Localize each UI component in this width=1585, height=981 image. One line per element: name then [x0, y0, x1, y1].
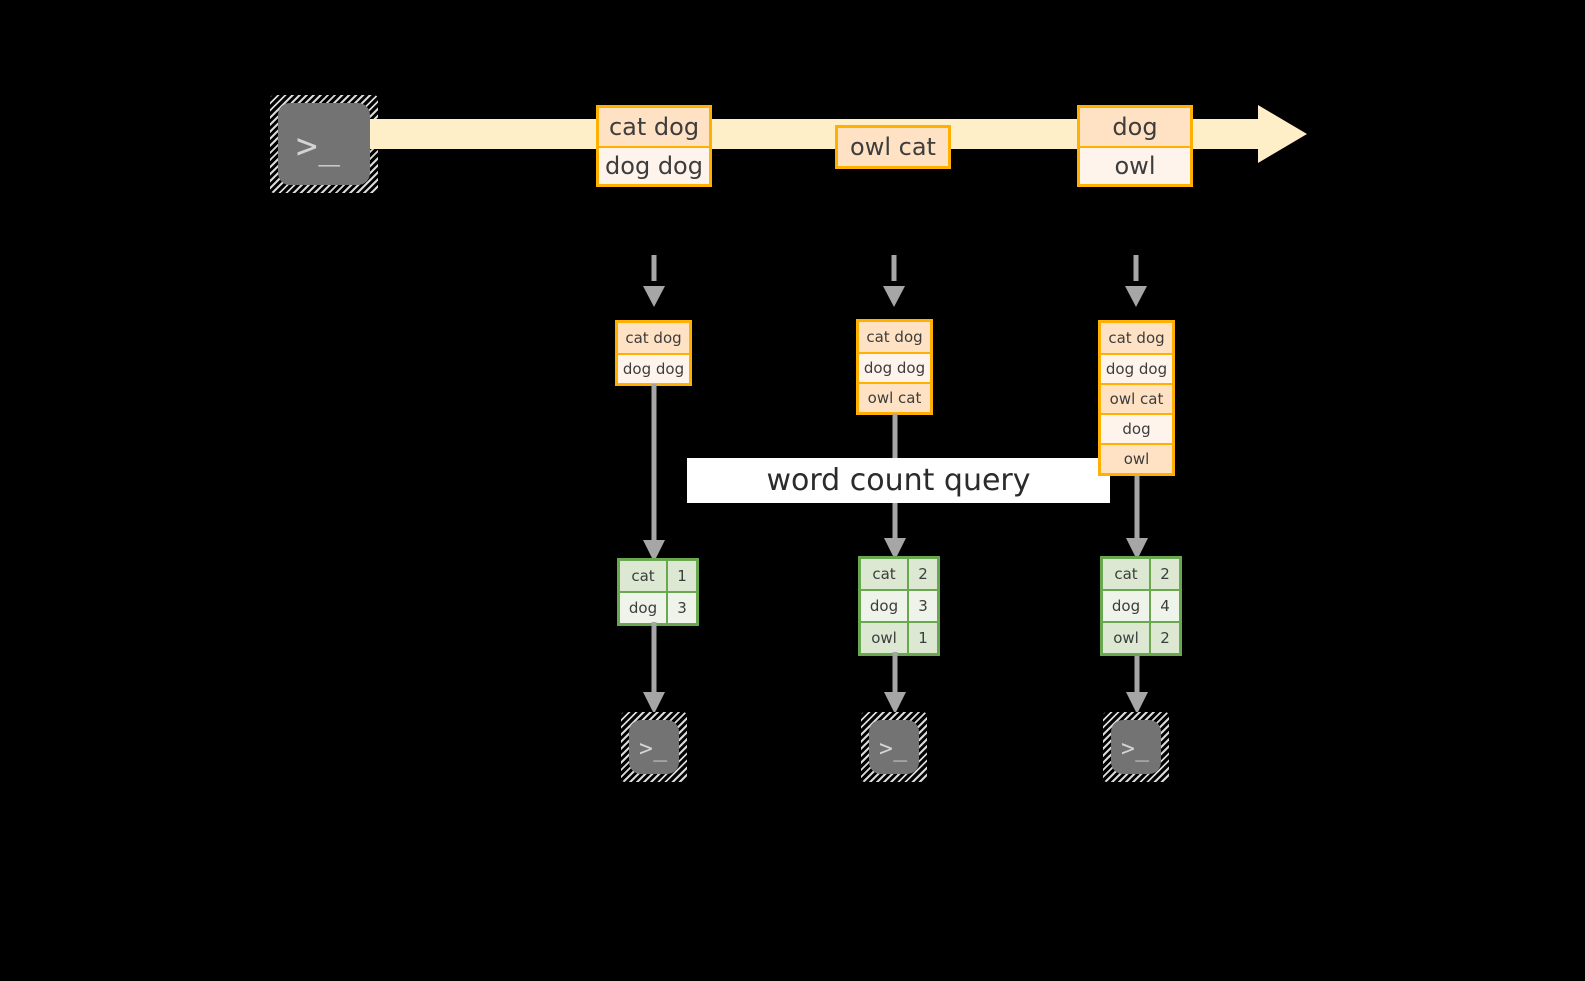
result-count: 3 [907, 591, 937, 621]
terminal-screen: >_ [278, 103, 370, 185]
result-word: cat [861, 559, 907, 589]
result-count: 3 [666, 593, 696, 623]
stream-record-line: dog [1080, 108, 1190, 146]
terminal-prompt-glyph: >_ [1121, 736, 1150, 762]
stream-record-line: dog dog [599, 146, 709, 184]
batch-input-line: dog dog [618, 353, 689, 383]
sink-terminal-icon: >_ [1103, 712, 1169, 782]
batch-1-input-box: cat dog dog dog [615, 320, 692, 386]
result-word: dog [861, 591, 907, 621]
terminal-prompt-glyph: >_ [639, 736, 668, 762]
batch-1-result-table: cat 1 dog 3 [617, 558, 699, 626]
table-row: cat 2 [861, 559, 937, 589]
batch-2-input-box: cat dog dog dog owl cat [856, 319, 933, 415]
terminal-prompt-glyph: >_ [296, 126, 341, 167]
table-row: cat 1 [620, 561, 696, 591]
query-label-band: word count query [687, 458, 1110, 503]
table-row: cat 2 [1103, 559, 1179, 589]
dashed-connector-3 [1125, 255, 1147, 307]
result-word: owl [1103, 623, 1149, 653]
result-count: 4 [1149, 591, 1179, 621]
terminal-screen: >_ [629, 720, 679, 774]
stream-record-line: owl [1080, 146, 1190, 184]
dashed-connector-1 [643, 255, 665, 307]
table-row: dog 4 [1103, 589, 1179, 621]
sink-connector-1 [643, 622, 665, 714]
dashed-connector-2 [883, 255, 905, 307]
result-count: 2 [1149, 559, 1179, 589]
batch-input-line: dog [1101, 413, 1172, 443]
result-count: 2 [1149, 623, 1179, 653]
table-row: dog 3 [861, 589, 937, 621]
batch-3-input-box: cat dog dog dog owl cat dog owl [1098, 320, 1175, 476]
batch-3-result-table: cat 2 dog 4 owl 2 [1100, 556, 1182, 656]
result-count: 2 [907, 559, 937, 589]
result-word: cat [1103, 559, 1149, 589]
stream-record-line: cat dog [599, 108, 709, 146]
stream-record-group-2: owl cat [835, 125, 951, 169]
source-terminal-icon: >_ [270, 95, 378, 193]
batch-input-line: cat dog [859, 322, 930, 352]
query-connector-3 [1126, 476, 1148, 560]
batch-2-result-table: cat 2 dog 3 owl 1 [858, 556, 940, 656]
result-word: owl [861, 623, 907, 653]
batch-input-line: cat dog [1101, 323, 1172, 353]
table-row: owl 2 [1103, 621, 1179, 653]
terminal-screen: >_ [1111, 720, 1161, 774]
result-word: dog [1103, 591, 1149, 621]
sink-terminal-icon: >_ [621, 712, 687, 782]
query-connector-1 [643, 384, 665, 562]
stream-record-line: owl cat [838, 128, 948, 166]
result-count: 1 [666, 561, 696, 591]
query-label-text: word count query [766, 463, 1031, 498]
batch-input-line: owl [1101, 443, 1172, 473]
batch-input-line: cat dog [618, 323, 689, 353]
sink-connector-2 [884, 652, 906, 714]
batch-input-line: dog dog [1101, 353, 1172, 383]
terminal-prompt-glyph: >_ [879, 736, 908, 762]
stream-record-group-3: dog owl [1077, 105, 1193, 187]
result-word: dog [620, 593, 666, 623]
sink-terminal-icon: >_ [861, 712, 927, 782]
stream-record-group-1: cat dog dog dog [596, 105, 712, 187]
table-row: dog 3 [620, 591, 696, 623]
terminal-screen: >_ [869, 720, 919, 774]
batch-input-line: owl cat [859, 382, 930, 412]
table-row: owl 1 [861, 621, 937, 653]
batch-input-line: dog dog [859, 352, 930, 382]
sink-connector-3 [1126, 652, 1148, 714]
batch-input-line: owl cat [1101, 383, 1172, 413]
result-count: 1 [907, 623, 937, 653]
result-word: cat [620, 561, 666, 591]
